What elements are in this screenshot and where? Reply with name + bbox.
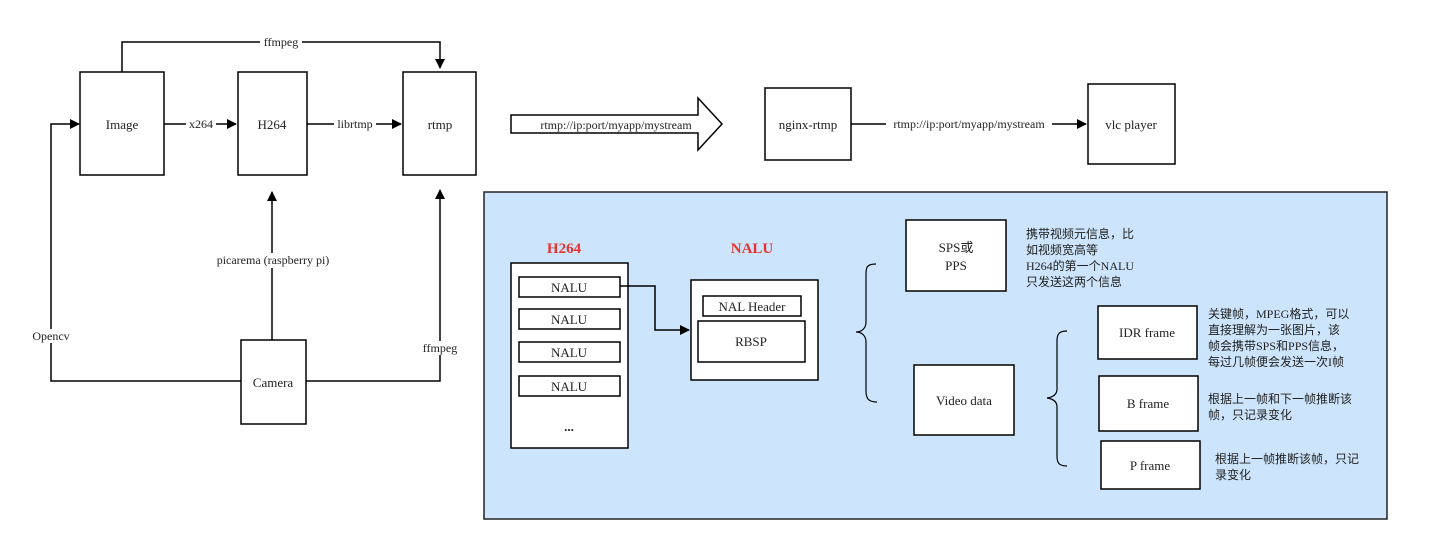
edge-label-bg [886,117,1052,131]
b-frame-label: B frame [1127,396,1169,411]
rbsp-label: RBSP [735,334,767,349]
idr-frame-label: IDR frame [1119,325,1175,340]
nal-header-box[interactable] [702,295,802,317]
edge-label-bg [260,35,302,49]
edge-label-bg [419,341,461,355]
edge-label-ffmpeg-right: ffmpeg [423,341,457,355]
b-desc-line-2: 帧，只记录变化 [1208,407,1292,422]
node-vlc-player-label: vlc player [1105,117,1157,132]
sps-desc-line-1: 携带视频元信息，比 [1026,226,1134,241]
nalu-item-3[interactable] [518,341,621,363]
edge-label-bg [334,117,376,131]
edge-label-bg [28,329,74,343]
h264-title: H264 [547,241,582,257]
edge-label-ffmpeg-top: ffmpeg [264,35,298,49]
node-image[interactable] [79,71,165,176]
sps-desc-line-3: H264的第一个NALU [1026,258,1134,273]
nalu-title: NALU [731,241,774,257]
idr-desc-line-1: 关键帧，MPEG格式，可以 [1208,306,1349,321]
p-desc-line-1: 根据上一帧推断该帧，只记 [1215,451,1359,466]
edge-label-picarema: picarema (raspberry pi) [217,253,330,267]
node-camera-label: Camera [253,375,294,390]
edge-opencv [50,119,241,382]
idr-desc-line-2: 直接理解为一张图片，该 [1208,322,1340,337]
p-desc-line-2: 录变化 [1215,467,1251,482]
node-camera[interactable] [240,339,307,425]
video-data-box[interactable] [913,364,1015,436]
sps-pps-box[interactable] [905,219,1007,292]
p-frame-label: P frame [1130,458,1171,473]
b-desc-line-1: 根据上一帧和下一帧推断该 [1208,391,1352,406]
nalu-item-4[interactable] [518,375,621,397]
sps-pps-label-1: SPS或 [939,240,974,255]
edge-label-x264: x264 [189,117,213,131]
sps-desc-line-4: 只发送这两个信息 [1026,274,1122,289]
edge-label-librtmp: librtmp [337,117,372,131]
nalu-item-1[interactable] [518,276,621,298]
idr-frame-box[interactable] [1097,305,1198,360]
b-frame-box[interactable] [1098,375,1199,432]
nalu-ellipsis: ... [564,419,574,434]
nalu-item-4-label: NALU [551,379,588,394]
node-h264[interactable] [237,71,308,176]
edge-ffmpeg-right [306,189,445,382]
nalu-item-2-label: NALU [551,312,588,327]
nalu-item-2[interactable] [518,308,621,330]
p-frame-box[interactable] [1100,440,1201,490]
edge-nalu-structure [620,285,690,335]
video-data-label: Video data [936,393,992,408]
nal-header-label: NAL Header [718,299,786,314]
node-h264-label: H264 [258,117,287,132]
node-rtmp[interactable] [402,71,477,176]
edge-label-opencv: Opencv [32,329,69,343]
node-nginx-rtmp-label: nginx-rtmp [779,117,838,132]
sps-desc-line-2: 如视频宽高等 [1026,242,1098,257]
node-vlc-player[interactable] [1087,83,1176,165]
brace-nalu-types [855,263,878,403]
idr-desc-line-3: 帧会携带SPS和PPS信息， [1208,338,1344,353]
node-image-label: Image [106,117,139,132]
nalu-item-1-label: NALU [551,280,588,295]
brace-frame-types [1046,330,1068,467]
edge-label-stream-url-2: rtmp://ip:port/myapp/mystream [893,117,1045,131]
stream-url-label: rtmp://ip:port/myapp/mystream [540,118,692,132]
sps-pps-label-2: PPS [945,258,967,273]
edge-label-bg [186,117,216,131]
rbsp-box[interactable] [697,320,806,363]
idr-desc-line-4: 每过几帧便会发送一次I帧 [1208,354,1344,369]
node-rtmp-label: rtmp [428,117,453,132]
stream-arrow [510,96,724,152]
edge-label-bg [210,253,336,268]
node-nginx-rtmp[interactable] [764,87,852,161]
nalu-item-3-label: NALU [551,345,588,360]
